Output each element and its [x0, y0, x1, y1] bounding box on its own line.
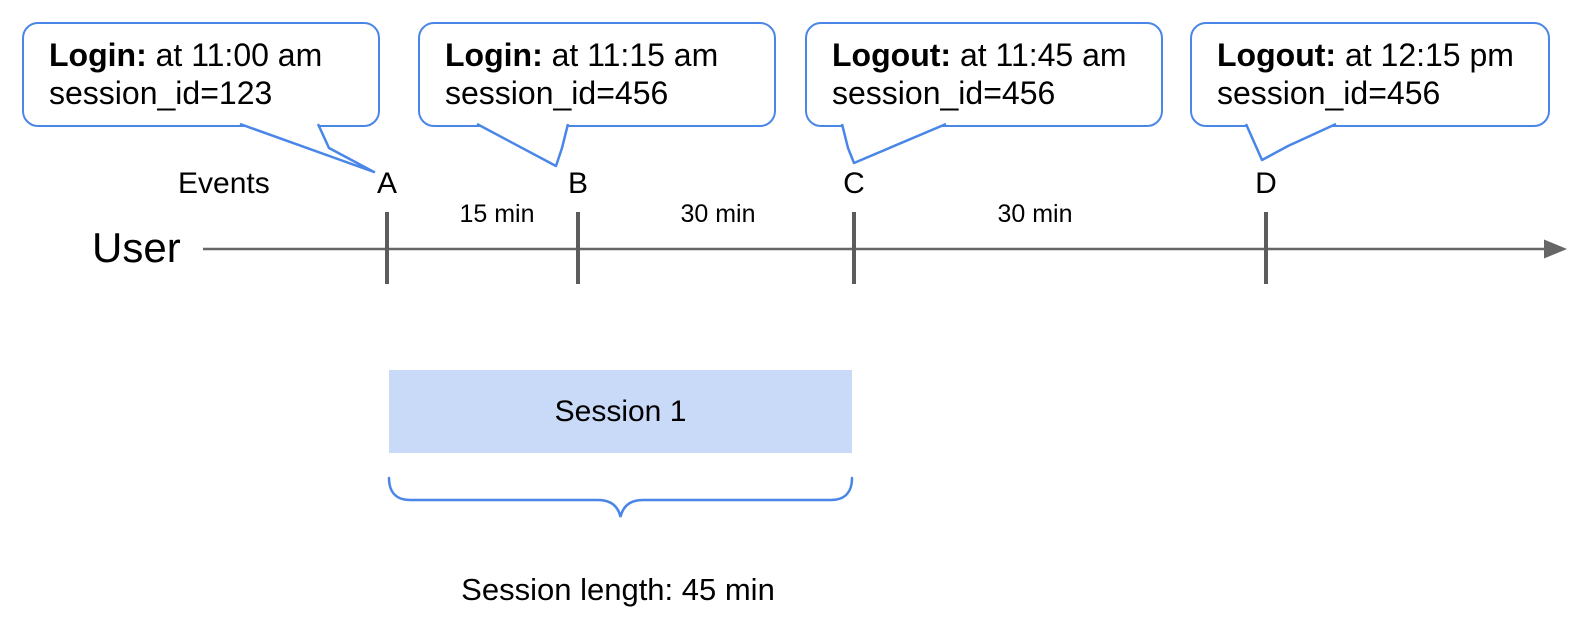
- interval-label-bc: 30 min: [680, 200, 756, 228]
- session-1-bar-label: Session 1: [554, 394, 687, 428]
- callout-event-b: Login: at 11:15 am session_id=456: [418, 22, 776, 127]
- callout-line1: Logout: at 12:15 pm: [1217, 36, 1548, 74]
- callout-event-type: Login:: [49, 37, 147, 73]
- callout-event-type: Login:: [445, 37, 543, 73]
- events-row-label: Events: [178, 167, 270, 200]
- callout-session-id: session_id=123: [49, 75, 273, 111]
- callout-event-type: Logout:: [832, 37, 952, 73]
- callout-event-d: Logout: at 12:15 pm session_id=456: [1190, 22, 1550, 127]
- callout-session-id: session_id=456: [1217, 75, 1441, 111]
- callout-tail-c: [840, 122, 947, 165]
- callout-tail-d: [1244, 122, 1337, 162]
- callout-line1: Login: at 11:00 am: [49, 36, 378, 74]
- event-marker-d: D: [1255, 167, 1277, 200]
- callout-time: at 11:45 am: [959, 37, 1127, 73]
- session-1-bar: Session 1: [389, 370, 852, 453]
- callout-session-id: session_id=456: [832, 75, 1056, 111]
- interval-label-cd: 30 min: [997, 200, 1073, 228]
- callout-tail-a: [239, 122, 376, 174]
- callout-time: at 12:15 pm: [1344, 37, 1514, 73]
- callout-time: at 11:00 am: [155, 37, 323, 73]
- event-marker-b: B: [567, 167, 589, 200]
- callout-event-a: Login: at 11:00 am session_id=123: [22, 22, 380, 127]
- interval-label-ab: 15 min: [459, 200, 535, 228]
- callout-line1: Logout: at 11:45 am: [832, 36, 1161, 74]
- callout-session-id: session_id=456: [445, 75, 669, 111]
- callout-tail-b: [476, 122, 570, 168]
- event-marker-c: C: [843, 167, 865, 200]
- callout-event-type: Logout:: [1217, 37, 1337, 73]
- callout-time: at 11:15 am: [551, 37, 719, 73]
- timeline-arrowhead-icon: [1544, 239, 1567, 259]
- session-length-label: Session length: 45 min: [461, 572, 775, 607]
- callout-line1: Login: at 11:15 am: [445, 36, 774, 74]
- session-length-brace: [387, 476, 854, 518]
- event-marker-a: A: [376, 167, 398, 200]
- user-row-label: User: [92, 224, 181, 271]
- callout-event-c: Logout: at 11:45 am session_id=456: [805, 22, 1163, 127]
